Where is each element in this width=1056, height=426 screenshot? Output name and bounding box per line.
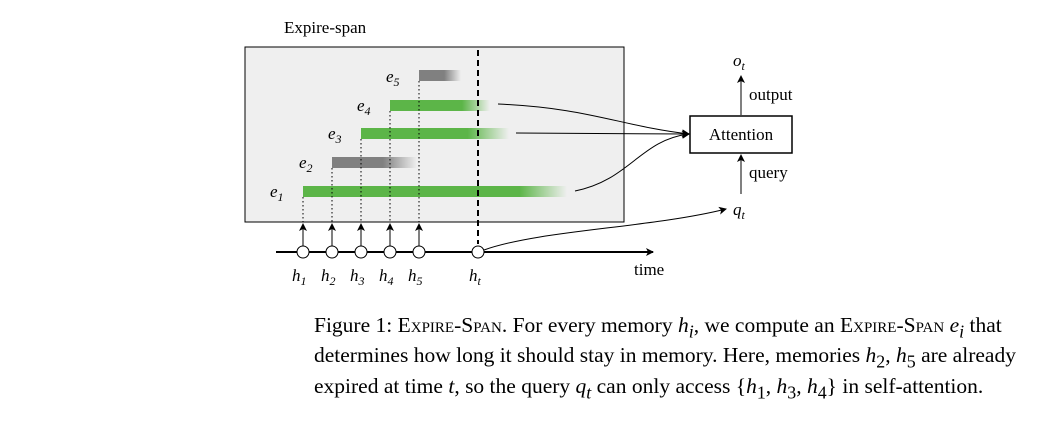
hidden-label-h1: h1 [292,266,307,288]
expire-span-diagram: Expire-span e5 e4 e3 e2 e1 time [244,18,793,288]
output-var: ot [733,51,746,73]
memory-bar-e2 [332,157,417,168]
hidden-state-nodes [296,245,485,259]
svg-text:e1: e1 [270,182,284,204]
figure-caption: Figure 1: Expire-Span. For every memory … [314,313,1016,402]
hidden-label-h3: h3 [350,266,365,288]
hidden-label-h2: h2 [321,266,336,288]
memory-bar-e5 [419,70,461,81]
hidden-label-h4: h4 [379,266,394,288]
memory-label-e5: e5 [386,67,400,89]
output-label: output [749,85,793,104]
memory-bar-e3 [361,128,509,139]
attention-box [689,115,793,154]
method-name: Expire-Span [397,313,502,337]
time-label: time [634,260,664,279]
method-name: Expire-Span [839,313,945,337]
memory-label-e1: e1 [270,182,284,204]
query-arrow [483,206,727,251]
memory-label-e2: e2 [299,153,313,175]
memory-bar-e1 [303,186,567,197]
input-arrows [299,223,423,246]
query-label: query [749,163,788,182]
svg-text:e3: e3 [328,124,342,146]
attention-label: Attention [709,125,774,144]
expire-span-title: Expire-span [284,18,367,37]
svg-text:e2: e2 [299,153,313,175]
memory-label-e3: e3 [328,124,342,146]
memory-label-e4: e4 [357,96,371,118]
hidden-label-ht: ht [469,266,482,288]
query-var: qt [733,200,746,222]
hidden-label-h5: h5 [408,266,423,288]
memory-bar-e4 [390,100,490,111]
svg-text:e4: e4 [357,96,371,118]
memory-to-attention-arrows [497,103,690,192]
dotted-guides [302,81,420,222]
svg-text:e5: e5 [386,67,400,89]
